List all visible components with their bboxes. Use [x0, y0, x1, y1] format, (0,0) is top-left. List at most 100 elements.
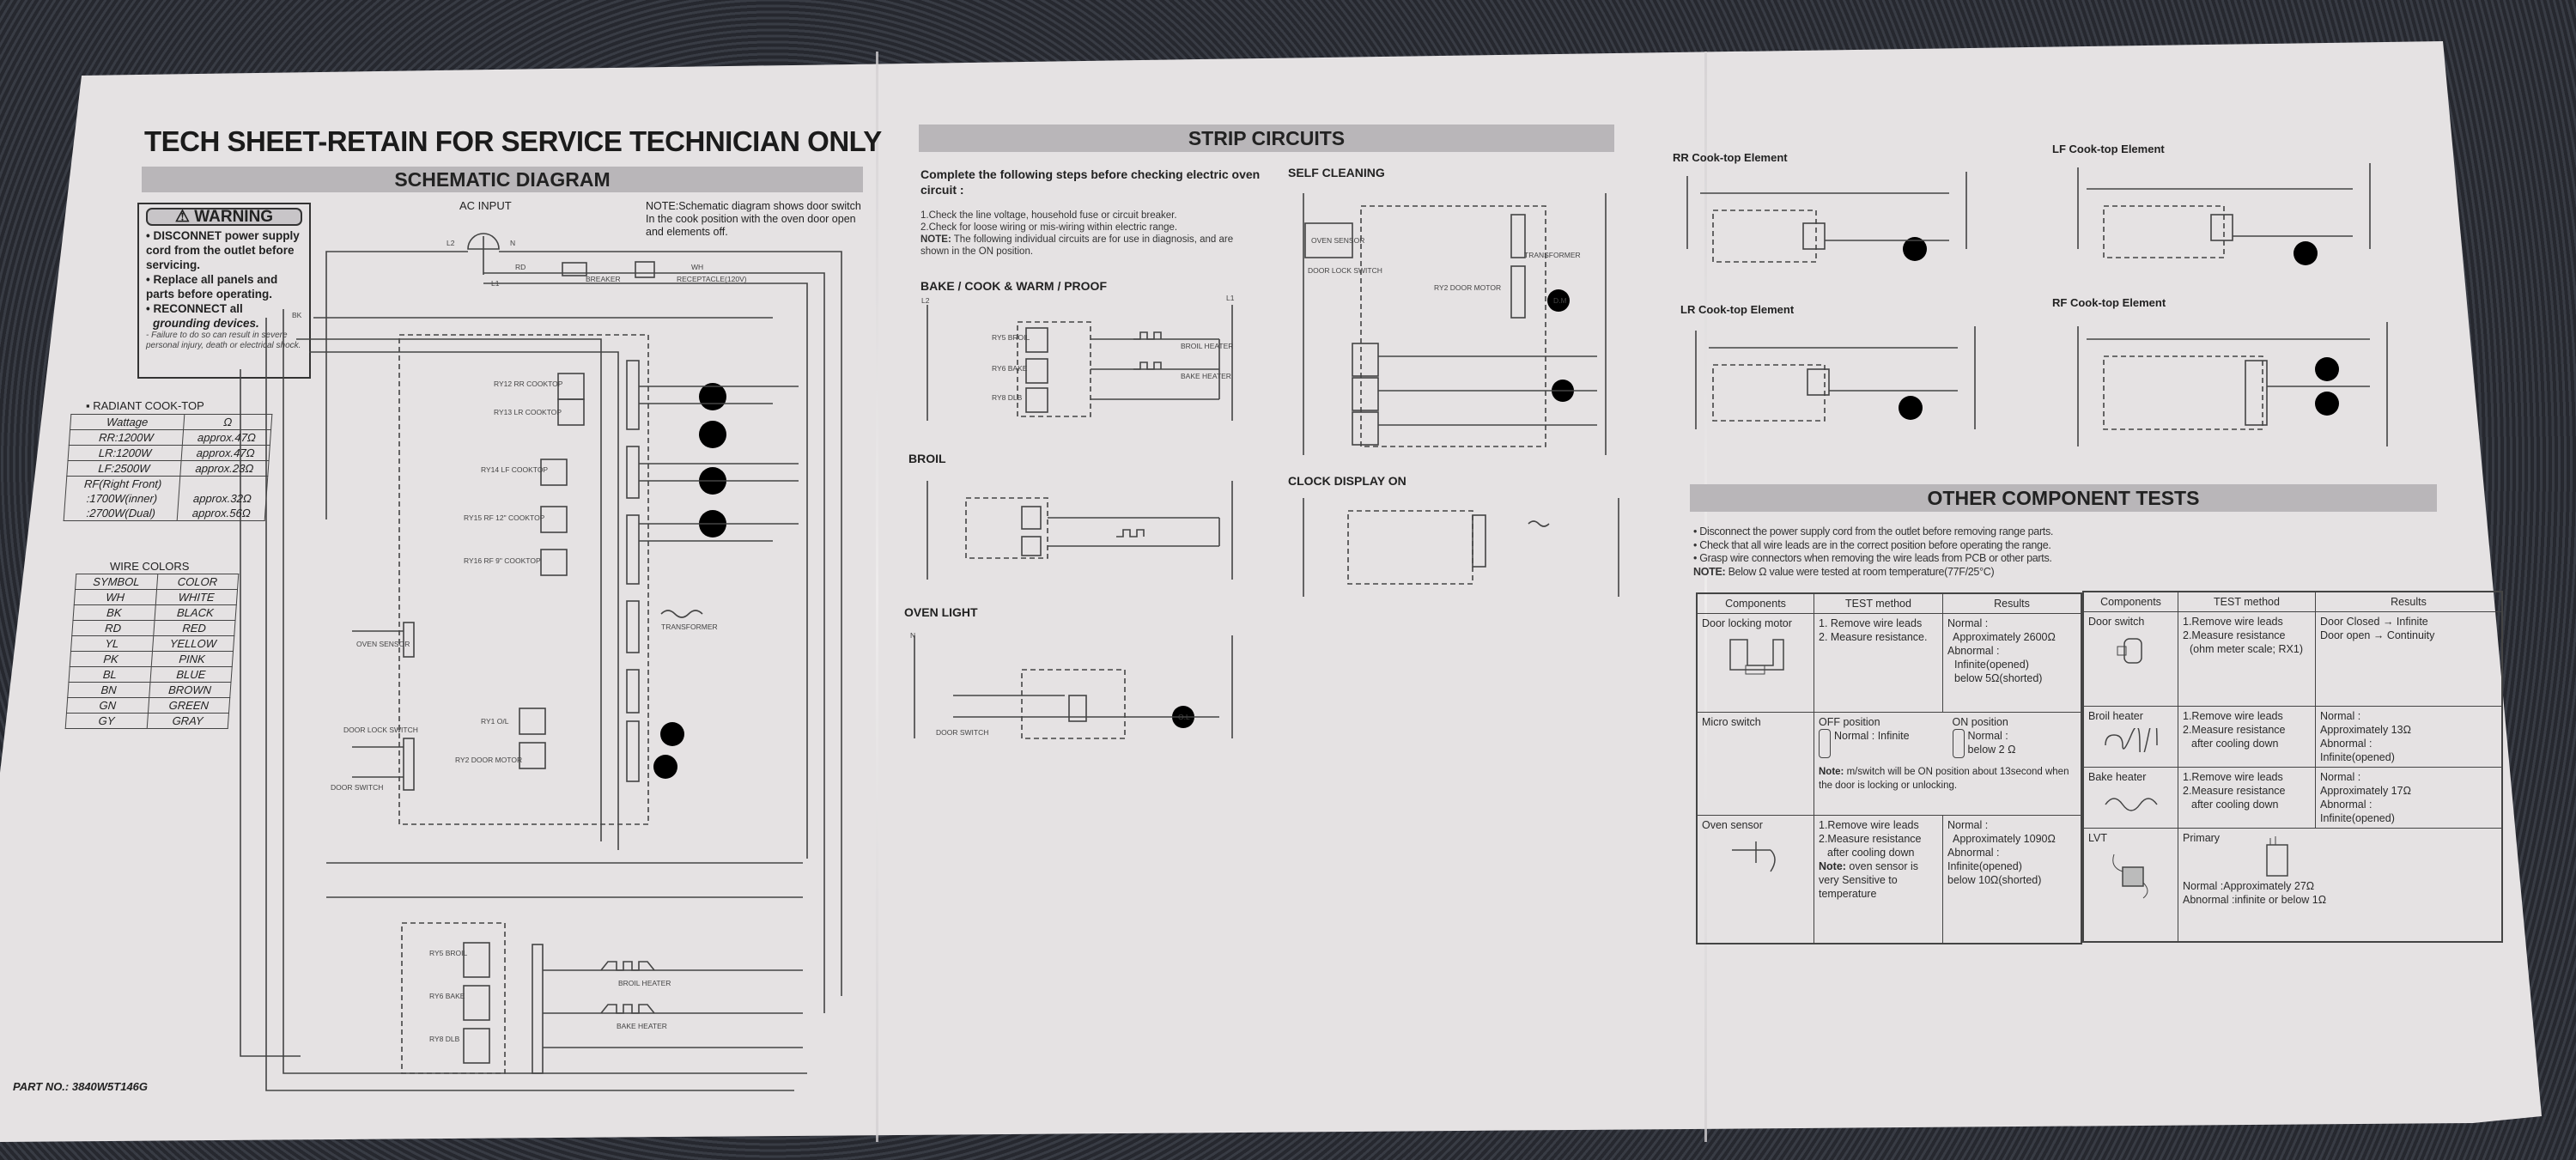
- right-panel-right-rows-1-method-0: 1.Remove wire leads: [2183, 710, 2283, 722]
- right-panel-left-rows-0-results-2: Abnormal :: [1947, 645, 2000, 657]
- warning-box: ⚠ WARNING • DISCONNET power supply cord …: [137, 203, 311, 379]
- right-panel-left-rows-2-note: oven sensor is very Sensitive to tempera…: [1819, 860, 1919, 900]
- right-panel-left-rows-1-on: ON position: [1952, 716, 2008, 728]
- lvt-transformer-icon: [2111, 853, 2148, 899]
- right-panel-left-rows-2-results-1: Approximately 1090Ω: [1953, 833, 2056, 845]
- right-panel-left-rows-1-component: Micro switch: [1697, 712, 1814, 816]
- ol-label: O.L: [1178, 713, 1190, 721]
- lf-element-title: LF Cook-top Element: [2052, 143, 2165, 155]
- wire-colors-title: WIRE COLORS: [110, 560, 190, 573]
- schematic-diagram-header: SCHEMATIC DIAGRAM: [142, 167, 863, 192]
- n-label: N: [510, 239, 516, 247]
- circuit-oven-light-title: OVEN LIGHT: [904, 605, 978, 619]
- broil-heater-icon: [2104, 728, 2158, 752]
- ry2-label: RY2 DOOR MOTOR: [455, 756, 523, 764]
- right-panel-headers-2: Results: [1942, 593, 2081, 614]
- door-switch-label: DOOR SWITCH: [936, 728, 989, 737]
- right-panel-left-rows-0-method-0: 1. Remove wire leads: [1819, 617, 1923, 629]
- bake-heater-icon: [2104, 798, 2158, 811]
- rd-label: RD: [515, 263, 526, 271]
- right-panel-left-rows-2-results-3: Infinite(opened): [1947, 860, 2022, 872]
- ac-input-label: AC INPUT: [459, 199, 512, 212]
- transformer-label: TRANSFORMER: [661, 623, 718, 631]
- ry8-dlb-label: RY8 DLB: [992, 393, 1023, 402]
- l2-label: L2: [447, 239, 455, 247]
- strip-intro: Complete the following steps before chec…: [920, 167, 1261, 197]
- middle-panel-steps-0: 1.Check the line voltage, household fuse…: [920, 210, 1177, 221]
- left-panel-radiant-title: RADIANT COOK-TOP: [93, 399, 204, 412]
- right-panel-right-rows-3-results-0: Normal :Approximately 27Ω: [2183, 880, 2315, 892]
- ry13-label: RY13 LR COOKTOP: [494, 408, 562, 416]
- right-panel-left-rows-2-method-1: 2.Measure resistance: [1819, 833, 1922, 845]
- bake-heater-label: BAKE HEATER: [617, 1022, 667, 1030]
- l1-label: L1: [491, 279, 500, 288]
- right-panel-note: Below Ω value were tested at room temper…: [1725, 565, 1995, 578]
- right-panel-right-rows-0-component: Door switch: [2088, 616, 2145, 628]
- middle-panel-note-label: NOTE:: [920, 234, 951, 245]
- right-panel-right-rows-1-component: Broil heater: [2088, 710, 2143, 722]
- door-motor-label: RY2 DOOR MOTOR: [1434, 283, 1502, 292]
- ry8-label: RY8 DLB: [429, 1035, 460, 1043]
- right-panel-left-rows-2-results-4: below 10Ω(shorted): [1947, 874, 2042, 886]
- cooktop-element-diagrams: [1686, 163, 2388, 446]
- warning-item: Replace all panels and parts before oper…: [146, 273, 278, 301]
- right-panel-note-label: NOTE:: [1693, 565, 1726, 578]
- table-row: Door locking motor 1. Remove wire leads 2…: [1697, 613, 2081, 713]
- table-row: Broil heater 1.Remove wire leads 2.Measur…: [2083, 706, 2502, 768]
- broil-heater-label: BROIL HEATER: [1181, 342, 1234, 350]
- component-test-bullets: • Disconnect the power supply cord from …: [1693, 525, 2054, 578]
- right-panel-headers-0: Components: [1697, 593, 1814, 614]
- right-panel-right-rows-2-method-1: 2.Measure resistance: [2183, 785, 2286, 797]
- warning-item: RECONNECT all: [153, 302, 243, 315]
- ry5-broil-label: RY5 BROIL: [992, 333, 1030, 342]
- bk-label: BK: [292, 311, 302, 319]
- right-panel-right-rows-2-method-0: 1.Remove wire leads: [2183, 771, 2283, 783]
- right-panel-right-rows-2-method-2: after cooling down: [2191, 799, 2279, 811]
- right-panel-left-rows-1-off: OFF position: [1819, 716, 1880, 728]
- ry5-label: RY5 BROIL: [429, 949, 468, 957]
- right-panel-bullets-2: Grasp wire connectors when removing the …: [1699, 552, 2052, 564]
- transformer-label: TRANSFORMER: [1524, 251, 1581, 259]
- right-panel-right-rows-2-results-3: Infinite(opened): [2320, 812, 2395, 824]
- right-panel-right-rows-1-results-1: Approximately 13Ω: [2320, 724, 2411, 736]
- ry16-label: RY16 RF 9" COOKTOP: [464, 556, 541, 565]
- dm-label: D.M: [1553, 296, 1567, 305]
- rr-element-title: RR Cook-top Element: [1673, 151, 1788, 164]
- right-panel-left-rows-1-note: m/switch will be ON position about 13sec…: [1819, 767, 2069, 791]
- broil-heater-label: BROIL HEATER: [618, 979, 671, 987]
- ry6-bake-label: RY6 BAKE: [992, 364, 1028, 373]
- schematic-note: NOTE:Schematic diagram shows door switch…: [646, 200, 861, 238]
- rf-element-title: RF Cook-top Element: [2052, 296, 2166, 309]
- middle-panel-note: The following individual circuits are fo…: [920, 234, 1234, 257]
- right-panel-left-rows-2-results-0: Normal :: [1947, 819, 1989, 831]
- right-panel-left-rows-1-on-result-0: Normal :: [1967, 730, 2008, 742]
- right-panel-right-rows-0-method-2: (ohm meter scale; RX1): [2190, 643, 2303, 655]
- right-panel-left-rows-2-results-2: Abnormal :: [1947, 847, 2000, 859]
- circuit-broil-title: BROIL: [908, 452, 946, 465]
- right-panel-right-rows-3-method-label: Primary: [2183, 832, 2221, 844]
- right-panel-headers-1: TEST method: [1814, 593, 1943, 614]
- door-lock-switch-label: DOOR LOCK SWITCH: [1308, 266, 1382, 275]
- circuit-bake-title: BAKE / COOK & WARM / PROOF: [920, 279, 1107, 293]
- right-panel-headers-1: TEST method: [2178, 592, 2316, 612]
- right-panel-left-rows-1-note-label: Note:: [1819, 767, 1844, 777]
- radiant-cooktop-title: ▪ RADIANT COOK-TOP: [86, 399, 204, 412]
- right-panel-left-rows-2-method-2: after cooling down: [1827, 847, 1915, 859]
- right-panel-left-rows-0-results-3: Infinite(opened): [1954, 659, 2029, 671]
- ry15-label: RY15 RF 12" COOKTOP: [464, 513, 545, 522]
- right-panel-right-rows-1-method-1: 2.Measure resistance: [2183, 724, 2286, 736]
- strip-steps: 1.Check the line voltage, household fuse…: [920, 210, 1264, 258]
- ry1-label: RY1 O/L: [481, 717, 509, 726]
- right-panel-left-rows-0-results-0: Normal :: [1947, 617, 1989, 629]
- right-panel-left-rows-0-method-1: 2. Measure resistance.: [1819, 631, 1928, 643]
- warning-footnote: - Failure to do so can result in severe …: [146, 331, 301, 350]
- l1-label: L1: [1226, 294, 1235, 302]
- lvt-primary-connector-icon: [2266, 836, 2288, 877]
- warning-emphasis: grounding devices.: [153, 317, 259, 330]
- right-panel-left-rows-0-component: Door locking motor: [1702, 617, 1792, 629]
- sheet-title: TECH SHEET-RETAIN FOR SERVICE TECHNICIAN…: [144, 125, 882, 157]
